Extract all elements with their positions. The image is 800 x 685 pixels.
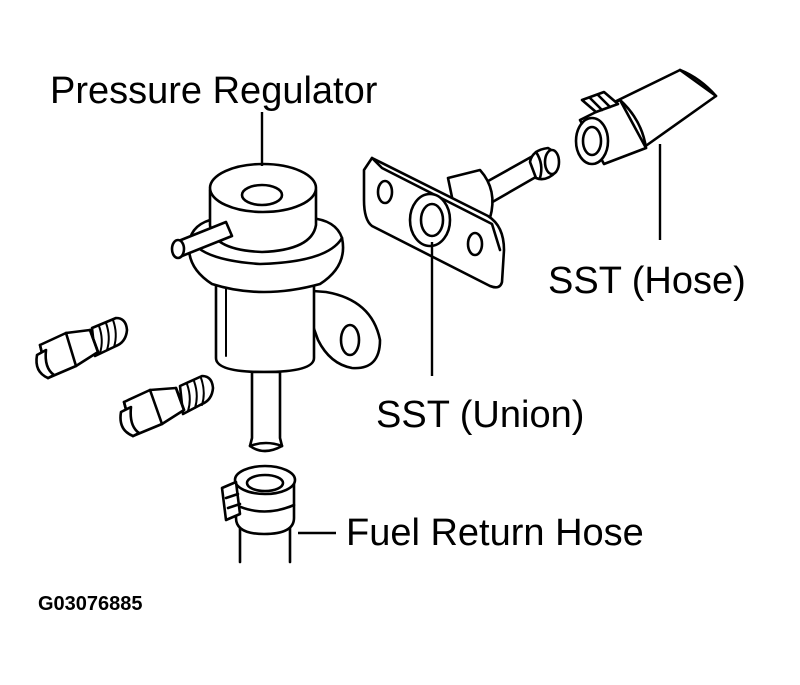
label-fuel-return-hose: Fuel Return Hose	[346, 512, 644, 554]
sst-hose	[574, 68, 718, 166]
label-pressure-regulator: Pressure Regulator	[50, 70, 378, 112]
label-sst-hose: SST (Hose)	[548, 260, 746, 302]
figure-code: G03076885	[38, 593, 143, 615]
bolt-lower	[119, 374, 215, 438]
bolt-upper	[35, 316, 129, 380]
sst-union	[362, 146, 561, 289]
pressure-regulator-body	[170, 162, 382, 453]
label-sst-union: SST (Union)	[376, 394, 585, 436]
fuel-return-hose	[220, 464, 297, 564]
